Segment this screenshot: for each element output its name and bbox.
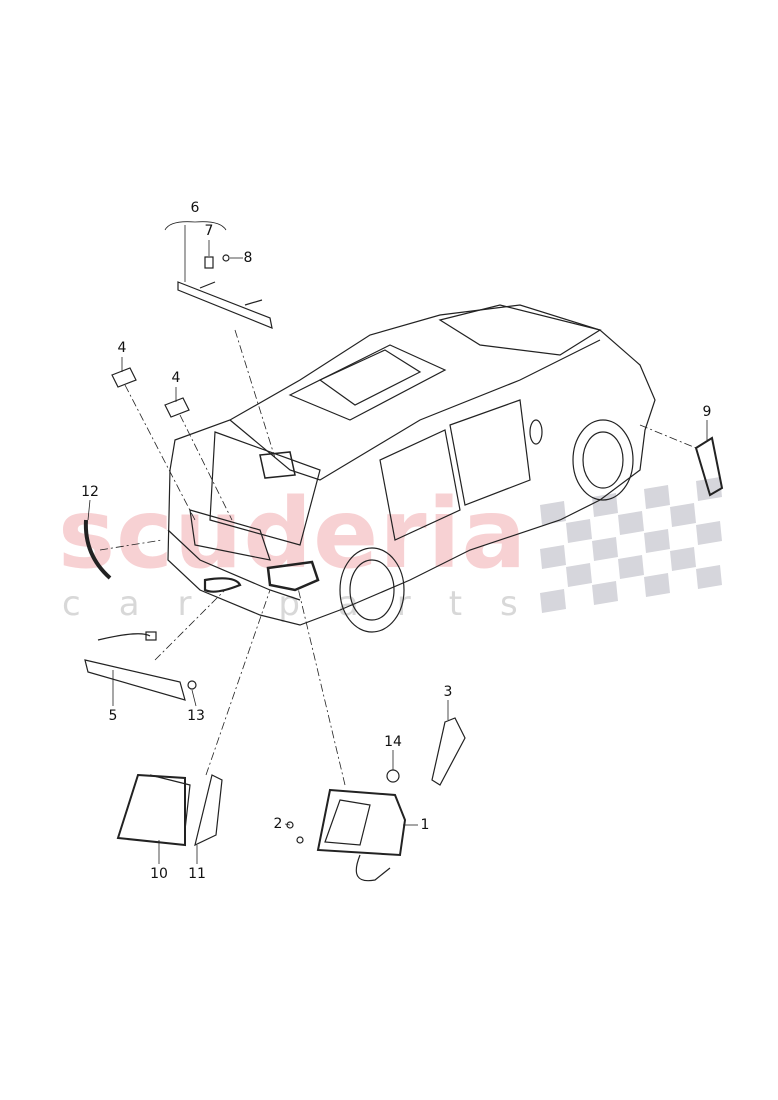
callout-1: 1 [420,817,430,833]
flag-square [670,547,696,571]
part-2-screws [286,821,304,844]
watermark-brand: scuderia [58,478,528,590]
flag-square [696,565,722,589]
part-13-screw [187,680,197,690]
part-8-screw [222,254,230,262]
part-12-trim [83,519,112,580]
part-6-high-mounted-brake-light [177,281,273,329]
part-10-tail-light-lens [116,773,191,847]
flag-square [670,503,696,527]
callout-lines [87,221,708,864]
part-7-clip [204,256,214,269]
watermark-sub: car parts [62,584,556,624]
part-4-license-light-a [111,367,137,388]
callout-11: 11 [188,866,206,882]
callout-6: 6 [190,200,200,216]
callout-2: 2 [273,816,283,832]
callout-13: 13 [187,708,205,724]
flag-square [566,519,592,543]
callout-8: 8 [243,250,253,266]
callout-4: 4 [117,340,127,356]
part-14-nut [386,769,400,783]
vehicle-outline [167,304,656,633]
callout-10: 10 [150,866,168,882]
callout-9: 9 [702,404,712,420]
part-1-tail-light [316,788,407,882]
callout-4: 4 [171,370,181,386]
flag-square [644,529,670,553]
flag-square [540,501,566,525]
flag-square [644,485,670,509]
callout-14: 14 [384,734,402,750]
callout-3: 3 [443,684,453,700]
flag-square [618,511,644,535]
flag-square [592,537,618,561]
part-4-license-light-b [164,397,190,418]
flag-square [644,573,670,597]
flag-square [540,545,566,569]
part-9-reflector [694,436,724,497]
flag-square [592,581,618,605]
flag-square [540,589,566,613]
flag-square [696,521,722,545]
flag-square [566,563,592,587]
checkered-flag-watermark [540,477,722,613]
callout-12: 12 [81,484,99,500]
part-3-bracket [431,717,466,786]
leader-lines [99,329,697,786]
part-5-fog-light [84,631,186,701]
callout-7: 7 [204,223,214,239]
part-11-trim [194,774,223,847]
callout-5: 5 [108,708,118,724]
flag-square [618,555,644,579]
